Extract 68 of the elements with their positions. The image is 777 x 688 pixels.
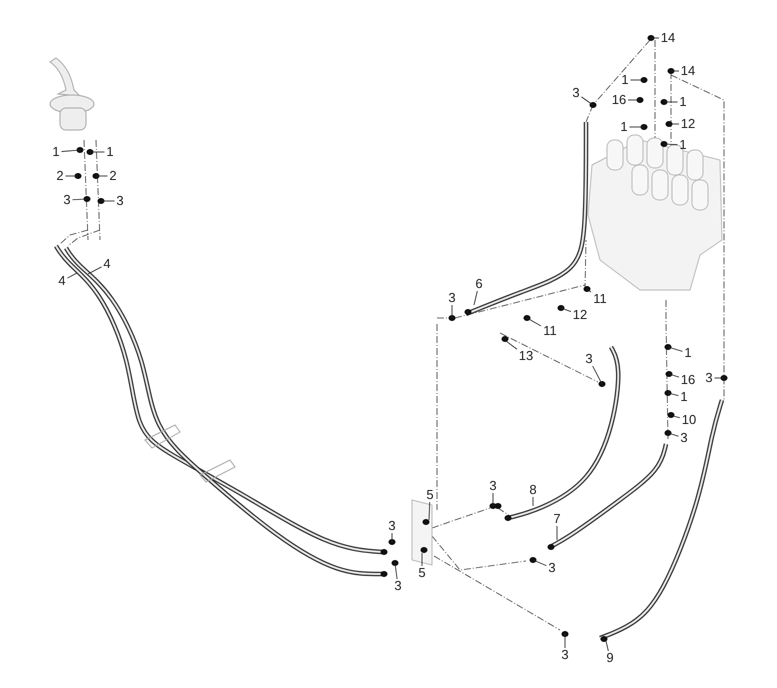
callout-number: 2 — [56, 169, 64, 183]
leader-line — [672, 416, 680, 418]
leader-line — [560, 308, 572, 312]
leader-line — [606, 640, 609, 652]
callout-number: 5 — [418, 566, 426, 580]
callout-number: 9 — [606, 651, 614, 665]
callout-number: 8 — [528, 483, 538, 497]
leader-line — [564, 634, 566, 648]
leader-line — [586, 288, 592, 292]
callout-number: 6 — [474, 277, 484, 291]
callout-number: 1 — [684, 346, 692, 360]
callout-number: 3 — [584, 352, 594, 366]
callout-number: 2 — [108, 169, 118, 183]
callout-number: 3 — [394, 579, 402, 593]
callout-number: 1 — [678, 138, 688, 152]
leader-line — [581, 96, 594, 106]
callout-number: 13 — [518, 349, 534, 363]
leader-line — [428, 502, 430, 520]
callout-number: 5 — [426, 488, 434, 502]
leader-line — [664, 144, 678, 146]
leader-line — [100, 200, 115, 202]
callout-number: 1 — [106, 145, 114, 159]
leader-line — [394, 562, 398, 580]
callout-number: 1 — [620, 120, 628, 134]
leader-line — [67, 272, 78, 278]
callout-number: 16 — [680, 373, 696, 387]
callout-number: 1 — [620, 73, 630, 87]
leader-line — [668, 432, 679, 437]
callout-number: 3 — [116, 194, 124, 208]
callout-number: 14 — [680, 64, 696, 78]
leader-line — [492, 492, 494, 506]
callout-number: 4 — [58, 274, 66, 288]
callout-number: 12 — [572, 308, 588, 322]
callout-number: 1 — [678, 95, 688, 109]
leader-line — [592, 366, 602, 384]
leader-line — [668, 346, 683, 352]
leader-line — [61, 150, 80, 152]
leader-line — [526, 318, 542, 326]
callout-number: 7 — [552, 512, 562, 526]
leader-line — [556, 526, 558, 540]
callout-number: 10 — [681, 413, 697, 427]
leader-line — [532, 560, 547, 566]
callout-number: 3 — [62, 193, 72, 207]
callout-number: 3 — [388, 519, 396, 533]
leader-line — [506, 340, 518, 350]
callout-number: 11 — [592, 292, 608, 306]
leader-line — [668, 392, 679, 396]
callout-number: 3 — [548, 561, 556, 575]
callout-number: 3 — [572, 86, 580, 100]
callout-number: 3 — [448, 291, 456, 305]
callout-number: 3 — [488, 479, 498, 493]
callout-number: 14 — [660, 31, 676, 45]
callout-number: 3 — [680, 431, 688, 445]
leader-line — [532, 496, 534, 506]
callout-number: 12 — [680, 117, 696, 131]
leader-line — [668, 374, 680, 378]
callout-number: 11 — [542, 324, 558, 338]
callout-number: 16 — [611, 93, 627, 107]
leader-line — [474, 290, 478, 306]
leader-line — [629, 126, 644, 128]
callout-number: 3 — [560, 648, 570, 662]
leader-line — [88, 266, 102, 274]
leader-line — [72, 198, 88, 200]
leader-line — [670, 70, 680, 72]
callout-number: 3 — [704, 371, 714, 385]
callout-number: 1 — [52, 145, 60, 159]
callout-number: 1 — [680, 390, 688, 404]
callout-number: 4 — [102, 257, 112, 271]
